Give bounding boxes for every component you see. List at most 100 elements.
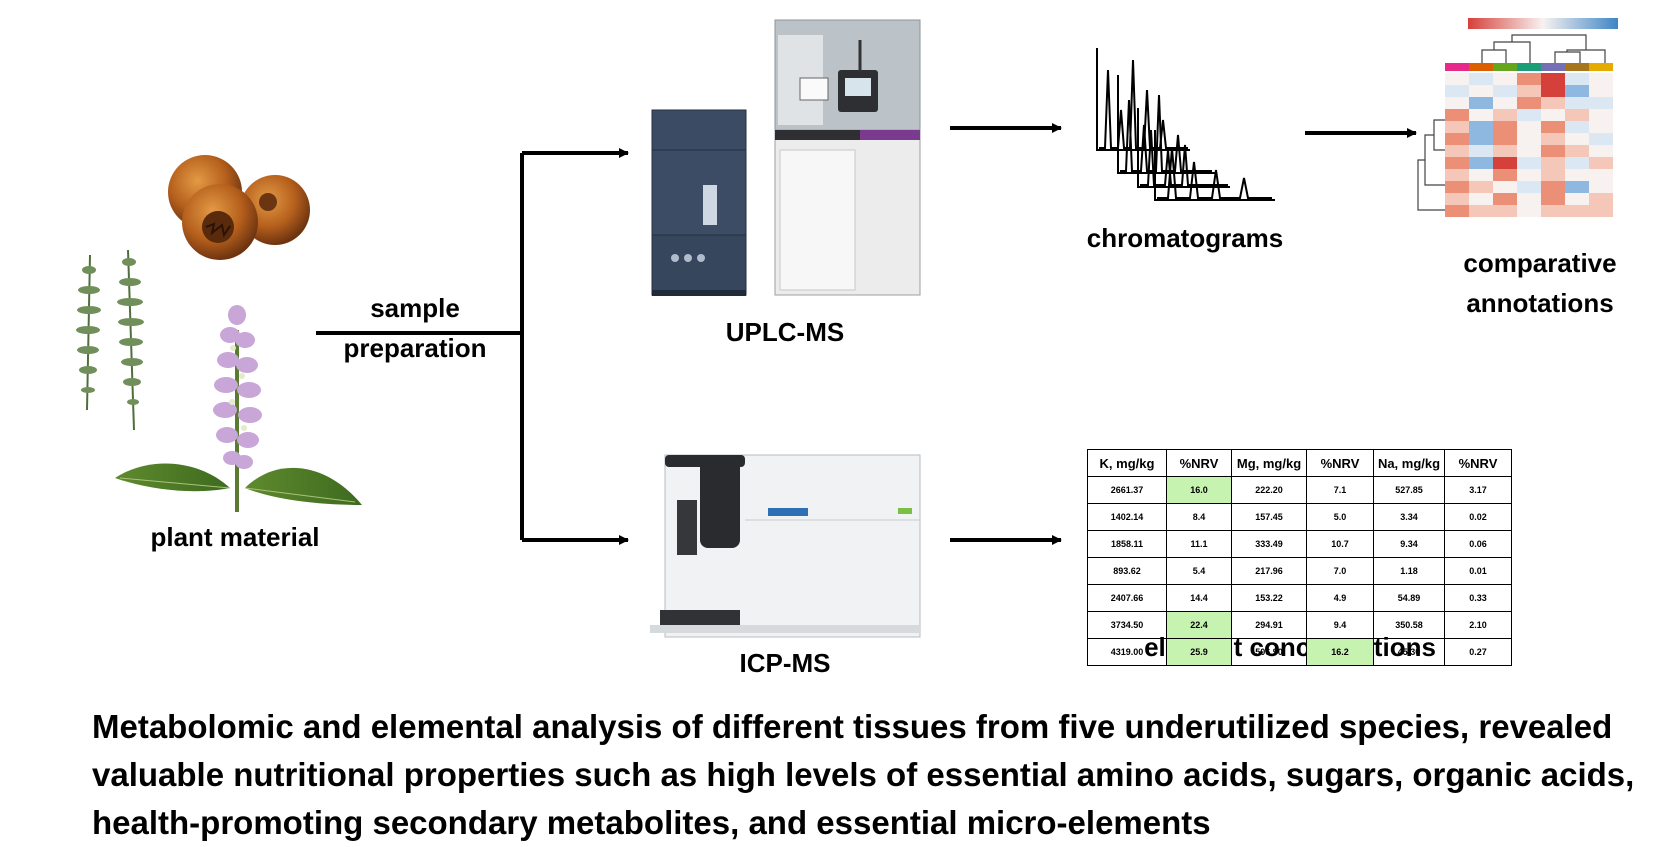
heatmap-icon	[1417, 18, 1618, 217]
table-cell: 1.18	[1373, 557, 1445, 585]
table-cell: 7.1	[1306, 476, 1374, 504]
heatmap-cell	[1445, 133, 1469, 145]
heatmap-cell	[1445, 121, 1469, 133]
heatmap-cell	[1445, 145, 1469, 157]
summary-line: Metabolomic and elemental analysis of di…	[92, 708, 1613, 745]
heatmap-cell	[1517, 205, 1541, 217]
table-cell: 217.96	[1231, 557, 1307, 585]
heatmap-cell	[1541, 73, 1565, 85]
heatmap-cell	[1469, 169, 1493, 181]
heatmap-cell	[1517, 109, 1541, 121]
fern-leaf-icon	[76, 249, 144, 431]
heatmap-cell	[1493, 157, 1517, 169]
heatmap-group-bar	[1541, 63, 1565, 71]
table-cell: 8.4	[1166, 503, 1232, 531]
table-header-cell: K, mg/kg	[1087, 449, 1167, 477]
heatmap-cell	[1469, 205, 1493, 217]
heatmap-cell	[1469, 73, 1493, 85]
heatmap-cell	[1589, 157, 1613, 169]
table-cell: 2.10	[1444, 611, 1512, 639]
heatmap-cell	[1517, 85, 1541, 97]
table-cell: 4.9	[1306, 584, 1374, 612]
table-header-cell: Mg, mg/kg	[1231, 449, 1307, 477]
heatmap-cell	[1517, 157, 1541, 169]
table-cell: 7.0	[1306, 557, 1374, 585]
summary-line: health-promoting secondary metabolites, …	[92, 804, 1211, 841]
table-cell: 222.20	[1231, 476, 1307, 504]
sample-preparation-label-line1: sample	[370, 293, 460, 323]
table-header-cell: %NRV	[1166, 449, 1232, 477]
heatmap-cell	[1541, 97, 1565, 109]
table-cell: 1402.14	[1087, 503, 1167, 531]
heatmap-cell	[1493, 73, 1517, 85]
heatmap-cell	[1589, 133, 1613, 145]
heatmap-cell	[1541, 133, 1565, 145]
heatmap-cell	[1589, 205, 1613, 217]
table-cell: 54.89	[1373, 584, 1445, 612]
heatmap-cell	[1493, 205, 1517, 217]
table-cell: 5.4	[1166, 557, 1232, 585]
heatmap-cell	[1541, 205, 1565, 217]
summary-line: valuable nutritional properties such as …	[92, 756, 1635, 793]
heatmap-cell	[1493, 133, 1517, 145]
table-cell: 506.90	[1231, 638, 1307, 666]
heatmap-cell	[1589, 121, 1613, 133]
table-cell: 4319.00	[1087, 638, 1167, 666]
table-cell: 294.91	[1231, 611, 1307, 639]
heatmap-cell	[1493, 97, 1517, 109]
table-header-cell: Na, mg/kg	[1373, 449, 1445, 477]
heatmap-group-bar	[1517, 63, 1541, 71]
heatmap-cell	[1589, 97, 1613, 109]
heatmap-cell	[1445, 85, 1469, 97]
heatmap-cell	[1493, 109, 1517, 121]
heatmap-cell	[1445, 109, 1469, 121]
heatmap-cell	[1541, 109, 1565, 121]
heatmap-cell	[1565, 121, 1589, 133]
heatmap-cell	[1541, 193, 1565, 205]
heatmap-cell	[1541, 121, 1565, 133]
heatmap-cell	[1565, 97, 1589, 109]
heatmap-group-bar	[1469, 63, 1493, 71]
table-cell: 333.49	[1231, 530, 1307, 558]
table-header-row: K, mg/kg %NRV Mg, mg/kg %NRV Na, mg/kg %…	[1087, 449, 1512, 477]
table-header-cell: %NRV	[1306, 449, 1374, 477]
heatmap-cell	[1565, 157, 1589, 169]
heatmap-cell	[1445, 157, 1469, 169]
heatmap-cell	[1589, 109, 1613, 121]
flowering-plant-icon	[115, 305, 362, 512]
heatmap-group-bar	[1445, 63, 1469, 71]
table-cell: 0.01	[1444, 557, 1512, 585]
heatmap-cell	[1565, 205, 1589, 217]
icp-ms-instrument-icon	[650, 454, 921, 638]
heatmap-cell	[1541, 157, 1565, 169]
heatmap-cell	[1469, 133, 1493, 145]
heatmap-cell	[1541, 85, 1565, 97]
heatmap-cell	[1565, 145, 1589, 157]
heatmap-cell	[1493, 85, 1517, 97]
table-cell: 25.9	[1166, 638, 1232, 666]
heatmap-cell	[1541, 181, 1565, 193]
table-cell: 11.1	[1166, 530, 1232, 558]
table-cell: 3.17	[1444, 476, 1512, 504]
medlar-fruit-icon	[168, 155, 310, 260]
heatmap-cell	[1517, 145, 1541, 157]
table-cell: 0.27	[1444, 638, 1512, 666]
table-cell: 5.0	[1306, 503, 1374, 531]
uplc-ms-label: UPLC-MS	[725, 317, 845, 347]
heatmap-cell	[1565, 169, 1589, 181]
heatmap-cell	[1493, 181, 1517, 193]
heatmap-cell	[1589, 85, 1613, 97]
table-cell: 9.4	[1306, 611, 1374, 639]
heatmap-cell	[1565, 181, 1589, 193]
heatmap-cell	[1565, 73, 1589, 85]
summary-text: Metabolomic and elemental analysis of di…	[92, 703, 1635, 847]
heatmap-cell	[1517, 169, 1541, 181]
comparative-annotations-label-line2: annotations	[1466, 288, 1614, 318]
uplc-ms-instrument-icon	[651, 19, 921, 296]
